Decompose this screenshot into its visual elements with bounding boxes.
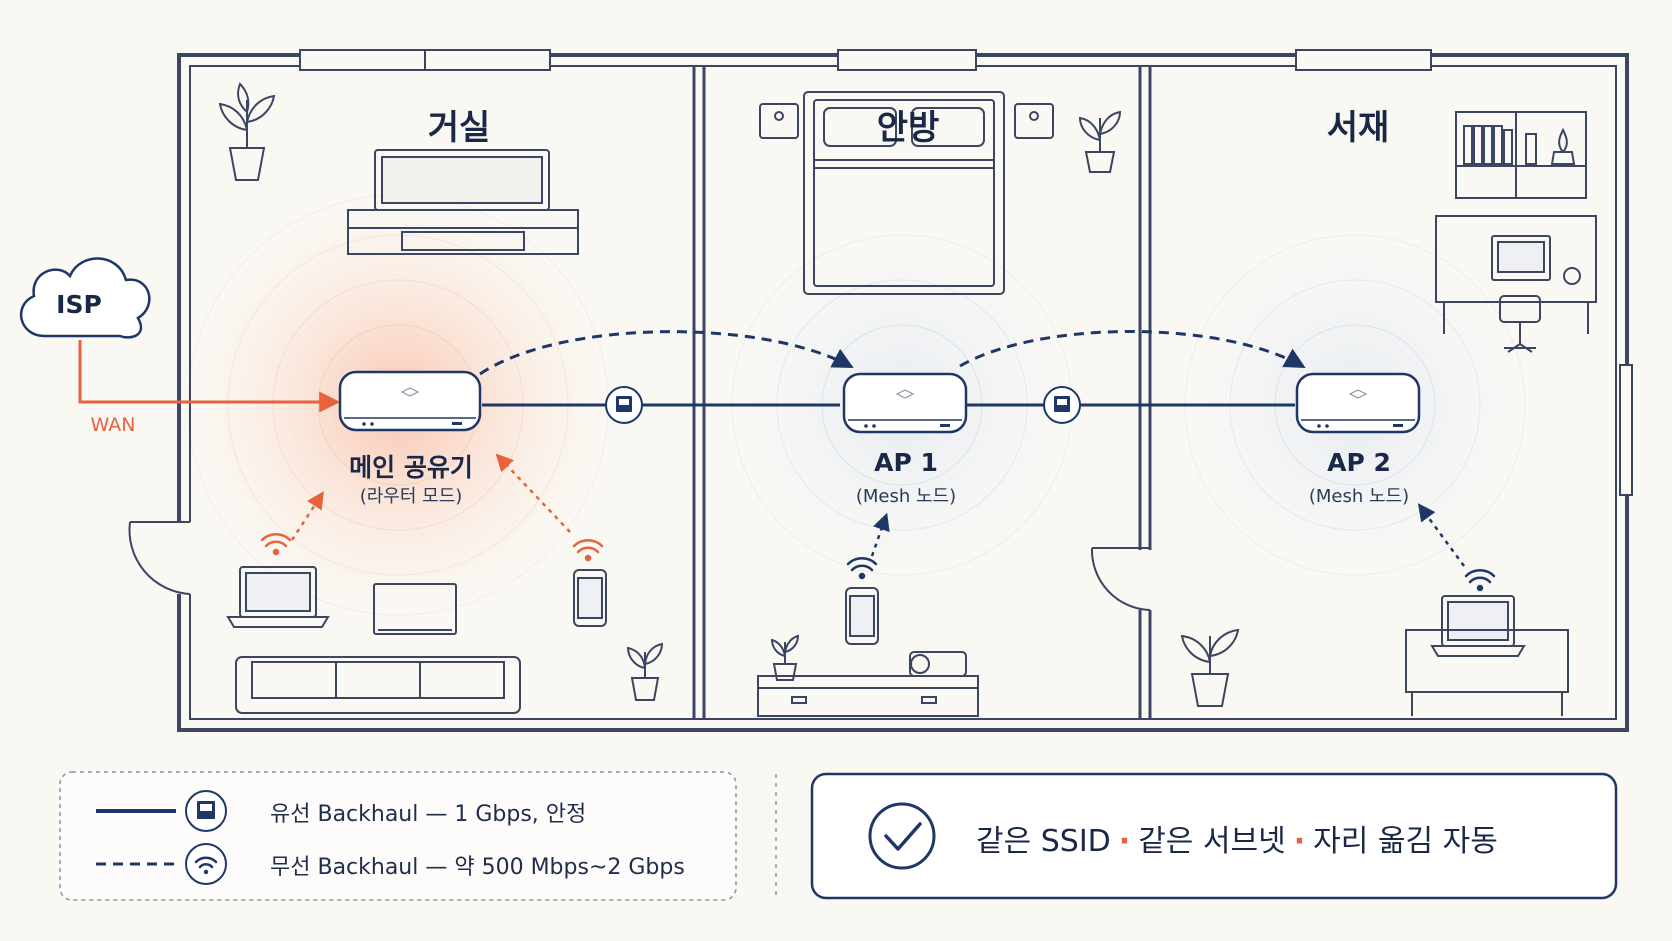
client-link — [1417, 503, 1466, 567]
wifi-icon — [185, 843, 227, 885]
plant-icon — [770, 634, 800, 681]
wan-line — [78, 340, 341, 413]
ap2-mode: (Mesh 노드) — [1308, 486, 1410, 507]
room-title-study: 서재 — [1326, 108, 1390, 148]
main-router-mode: (라우터 모드) — [359, 486, 463, 507]
check-icon — [868, 802, 936, 870]
cloud-icon — [19, 257, 151, 339]
laptop-icon — [226, 566, 330, 628]
wifi-icon — [1464, 569, 1496, 592]
ethernet-icon — [605, 386, 643, 424]
footer-box — [810, 772, 1618, 900]
client-link — [290, 491, 324, 541]
footer-separator: · — [1293, 824, 1306, 859]
footer-summary: 같은 SSID·같은 서브넷·자리 옮김 자동 — [976, 816, 1498, 860]
wireless-backhaul-line — [479, 330, 854, 376]
router-icon — [338, 370, 482, 432]
laptop-icon — [1405, 595, 1569, 716]
footer-separator: · — [1118, 824, 1131, 859]
ap1-name: AP 1 — [874, 448, 938, 477]
phone-icon — [573, 569, 607, 627]
main-router-name: 메인 공유기 — [349, 453, 473, 482]
nightstand-icon — [759, 103, 1054, 139]
bookshelf-icon — [1455, 111, 1587, 199]
legend-wireless-text: 무선 Backhaul — 약 500 Mbps~2 Gbps — [270, 855, 685, 880]
bed-icon — [803, 91, 1005, 295]
room-title-living: 거실 — [427, 108, 491, 148]
phone-icon — [845, 587, 879, 645]
windows — [299, 49, 1633, 496]
wifi-icon — [260, 533, 292, 556]
ap2-name: AP 2 — [1327, 448, 1391, 477]
dresser-icon — [757, 651, 979, 717]
room-title-master: 안방 — [876, 108, 940, 148]
doors — [128, 521, 1154, 611]
ethernet-icon — [1043, 386, 1081, 424]
legend-wired-text: 유선 Backhaul — 1 Gbps, 안정 — [270, 802, 587, 827]
plant-icon — [1180, 628, 1240, 707]
wan-label: WAN — [90, 414, 136, 436]
wifi-icon — [846, 557, 878, 580]
footer-same-ssid: 같은 SSID — [976, 824, 1111, 859]
desk-icon — [1435, 215, 1597, 353]
footer-auto-roaming: 자리 옮김 자동 — [1313, 824, 1498, 859]
tv-icon — [347, 149, 579, 255]
router-icon — [1295, 372, 1421, 434]
router-icon — [842, 372, 968, 434]
footer-same-subnet: 같은 서브넷 — [1138, 824, 1286, 859]
legend-box — [59, 771, 737, 901]
tablet-icon — [373, 583, 457, 635]
sofa-icon — [235, 656, 521, 714]
client-link — [870, 512, 890, 557]
plant-icon — [626, 642, 664, 701]
isp-label: ISP — [56, 290, 102, 319]
plant-icon — [1078, 110, 1122, 173]
ethernet-icon — [185, 790, 227, 832]
plant-icon — [218, 82, 276, 181]
ap1-mode: (Mesh 노드) — [855, 486, 957, 507]
wifi-icon — [572, 539, 604, 562]
wireless-backhaul-line — [959, 330, 1306, 369]
